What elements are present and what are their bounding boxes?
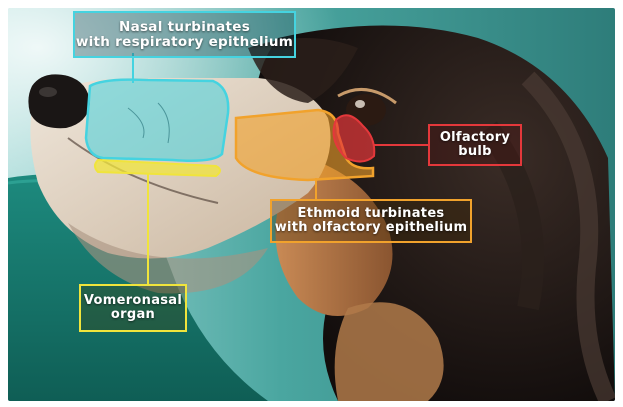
nose-highlight [39,87,57,97]
vomeronasal-label-line2: organ [111,308,155,322]
diagram-figure: Nasal turbinates with respiratory epithe… [8,8,615,401]
ethmoid-label-line1: Ethmoid turbinates [298,207,445,221]
nasal-label-line1: Nasal turbinates [119,20,250,34]
olfactory-label-line2: bulb [458,145,492,159]
olfactory-label-line1: Olfactory [440,131,510,145]
ethmoid-label-line2: with olfactory epithelium [275,221,468,235]
nasal-turbinates-region [86,80,228,161]
eye-highlight [355,100,365,108]
vomeronasal-organ-label: Vomeronasal organ [79,284,187,332]
vomeronasal-label-line1: Vomeronasal [84,294,182,308]
nasal-label-line2: with respiratory epithelium [76,35,293,49]
olfactory-bulb-label: Olfactory bulb [428,124,522,166]
nasal-turbinates-label: Nasal turbinates with respiratory epithe… [73,11,296,58]
ethmoid-turbinates-label: Ethmoid turbinates with olfactory epithe… [270,199,472,243]
